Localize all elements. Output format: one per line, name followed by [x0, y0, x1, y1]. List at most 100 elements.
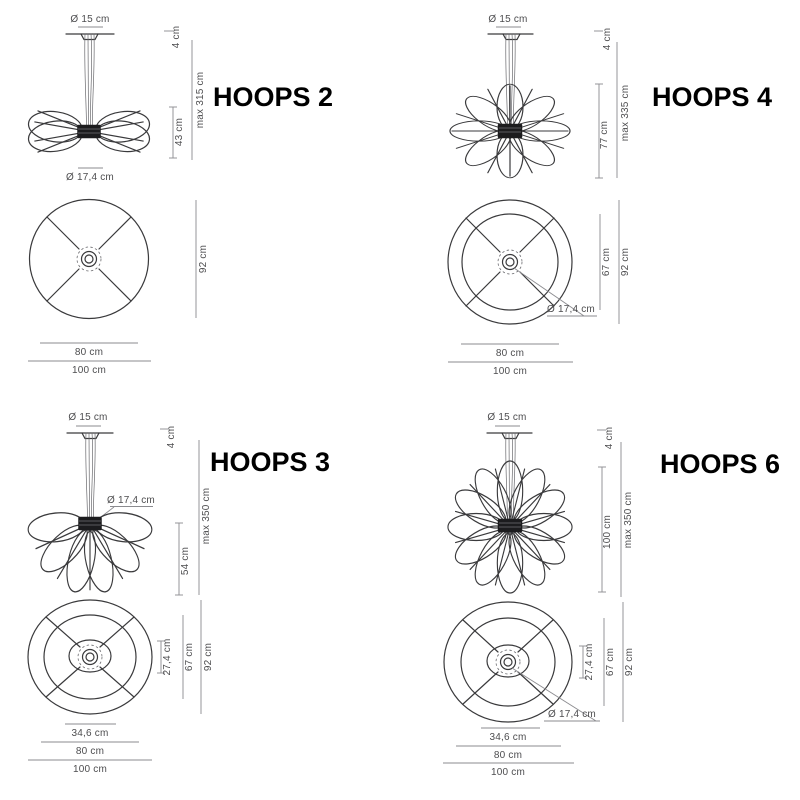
cable [88, 432, 90, 518]
dim-label-hub-diameter: Ø 17,4 cm [547, 304, 595, 315]
product-title-hoops2: HOOPS 2 [213, 82, 333, 112]
hoops2-top-view: 92 cm 80 cm 100 cm [28, 198, 209, 376]
center-hub-top [497, 249, 523, 275]
cable [87, 33, 89, 126]
dim-label-max-height: max 335 cm [620, 85, 631, 141]
dim-label-body-height: 100 cm [602, 515, 613, 549]
cross-spoke [45, 666, 81, 698]
hoops6-quadrant: HOOPS 6 Ø 15 cm [443, 412, 780, 778]
dim-label-canopy-diameter: Ø 15 cm [70, 14, 109, 25]
dim-label-hub-top-diameter: 27,4 cm [162, 639, 173, 676]
cable [85, 432, 88, 518]
hoops4-top-view: Ø 17,4 cm 67 cm 92 cm 80 cm 100 cm [447, 199, 631, 377]
cross-spoke [465, 217, 501, 253]
dim-label-max-height: max 350 cm [201, 488, 212, 544]
hoops2-side-view: Ø 15 cm Ø [25, 14, 206, 183]
dim-label-top-diameter: 92 cm [624, 648, 635, 676]
hoop-petal [25, 107, 85, 146]
cable [511, 432, 514, 520]
cross-spoke [462, 619, 499, 653]
center-hub-top [76, 246, 102, 272]
cross-spoke [517, 671, 554, 705]
suspension-cables [85, 432, 96, 518]
dim-label-100: 100 cm [491, 767, 525, 778]
callout-line-hub-diameter [513, 267, 585, 317]
center-hub [497, 123, 523, 139]
hoops3-quadrant: HOOPS 3 Ø 15 cm Ø 17,4 cm [26, 412, 330, 775]
cross-spoke [99, 666, 135, 698]
cross-spoke [45, 616, 81, 648]
cross-spoke [517, 619, 554, 653]
dim-label-top-diameter: 92 cm [198, 245, 209, 273]
hoops3-side-view: Ø 15 cm Ø 17,4 cm [26, 412, 212, 596]
dim-label-max-height: max 350 cm [623, 492, 634, 548]
dim-label-100: 100 cm [493, 366, 527, 377]
hoops6-top-view: Ø 17,4 cm 27,4 cm 67 cm 92 cm 34,6 cm 80… [443, 601, 635, 778]
dim-label-top-diameter: 92 cm [620, 248, 631, 276]
dim-label-body-height: 54 cm [180, 547, 191, 575]
dim-label-inner-diameter: 67 cm [605, 648, 616, 676]
dim-label-body-height: 43 cm [174, 118, 185, 146]
cable [505, 432, 508, 520]
canopy-dome [81, 432, 100, 440]
product-title-hoops4: HOOPS 4 [652, 82, 772, 112]
hoops4-side-view: Ø 15 cm [449, 14, 631, 179]
callout-line-hub-diameter [511, 667, 597, 722]
outer-ring [27, 599, 153, 715]
dim-label-max-height: max 315 cm [195, 72, 206, 128]
middle-ring [460, 617, 556, 707]
dim-label-80: 80 cm [494, 750, 522, 761]
canopy-dome [502, 33, 521, 41]
dim-label-346: 34,6 cm [72, 728, 109, 739]
dim-label-body-height: 77 cm [599, 121, 610, 149]
outer-ring [447, 199, 573, 325]
middle-ring [43, 614, 137, 700]
dim-label-canopy-height: 4 cm [171, 26, 182, 48]
cable [84, 33, 87, 126]
center-hub [78, 516, 102, 531]
hoops3-top-view: 27,4 cm 67 cm 92 cm 34,6 cm 80 cm 100 cm [27, 599, 214, 775]
cross-spoke [99, 616, 135, 648]
cross-spoke [98, 216, 132, 250]
dim-label-hub-top-diameter: 27,4 cm [584, 644, 595, 681]
outer-ring [443, 601, 573, 723]
dim-label-100: 100 cm [73, 764, 107, 775]
dim-label-100: 100 cm [72, 365, 106, 376]
inner-ring [486, 644, 530, 678]
cable [511, 33, 514, 125]
canopy-dome [501, 432, 520, 440]
dim-label-canopy-height: 4 cm [604, 427, 615, 449]
inner-ring [68, 639, 112, 673]
hoop-petal [93, 117, 153, 156]
dim-label-canopy-height: 4 cm [602, 28, 613, 50]
suspension-cables [84, 33, 95, 126]
cable [92, 33, 95, 126]
cross-spoke [519, 271, 555, 307]
outer-ring [28, 198, 150, 320]
cross-spoke [465, 271, 501, 307]
cable [505, 33, 508, 125]
dim-label-top-diameter: 92 cm [203, 643, 214, 671]
dim-label-canopy-diameter: Ø 15 cm [487, 412, 526, 423]
dim-label-inner-diameter: 67 cm [184, 643, 195, 671]
hoop-petal [93, 107, 153, 146]
dim-label-canopy-diameter: Ø 15 cm [488, 14, 527, 25]
cross-spoke [46, 268, 80, 302]
cable [91, 432, 94, 518]
hoops6-side-view: Ø 15 cm [447, 412, 634, 597]
dim-label-hub-diameter: Ø 17,4 cm [107, 495, 155, 506]
cross-spoke [46, 216, 80, 250]
cross-spoke [98, 268, 132, 302]
dim-label-346: 34,6 cm [490, 732, 527, 743]
cross-spoke [462, 671, 499, 705]
dim-label-hub-diameter: Ø 17,4 cm [66, 172, 114, 183]
dim-label-80: 80 cm [76, 746, 104, 757]
center-hub-top [77, 644, 103, 670]
canopy-dome [80, 33, 99, 41]
dim-label-inner-diameter: 67 cm [601, 248, 612, 276]
cross-spoke [519, 217, 555, 253]
dim-label-canopy-diameter: Ø 15 cm [68, 412, 107, 423]
dim-label-canopy-height: 4 cm [166, 426, 177, 448]
